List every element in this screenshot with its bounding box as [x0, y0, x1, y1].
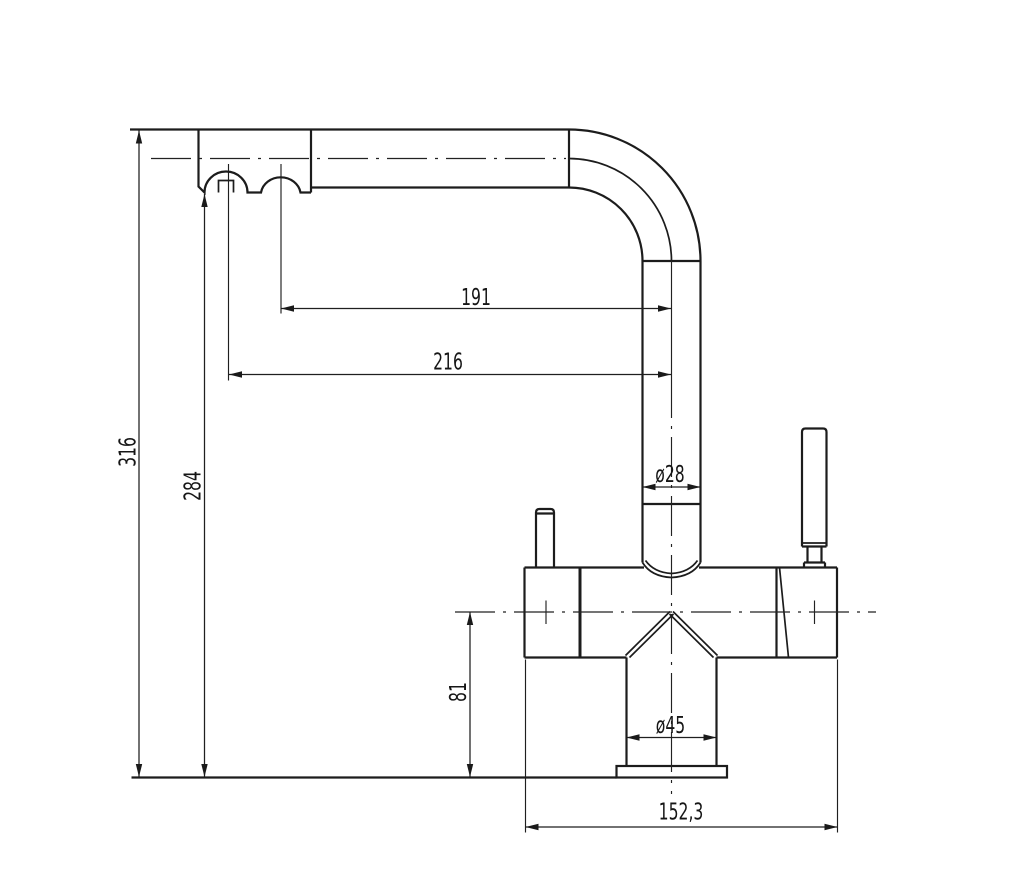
dim-label-191: 191 — [461, 284, 491, 311]
dim-label-81: 81 — [445, 682, 472, 702]
dimension-pipe-diameter: ø28 — [642, 461, 701, 491]
right-handle — [800, 427, 828, 568]
spout-inner-contour — [311, 186, 644, 563]
dimension-spout-reach-outer: 216 — [229, 348, 671, 378]
dim-label-284: 284 — [179, 471, 206, 501]
spout-outer-contour — [130, 128, 702, 563]
mounting-shank — [625, 657, 718, 766]
dim-label-216: 216 — [433, 348, 463, 375]
left-handle — [534, 507, 556, 568]
dim-label-316: 316 — [114, 437, 141, 467]
dimension-total-height: 316 — [114, 130, 143, 777]
dimension-aerator-height: 284 — [179, 194, 208, 777]
bend-middle-arc — [568, 157, 673, 262]
aerator-switch-knob — [217, 179, 235, 193]
dimension-spout-reach-inner: 191 — [281, 284, 671, 312]
dim-label-152-3: 152,3 — [659, 798, 704, 825]
faucet-outline — [130, 128, 839, 779]
spout-end-aerators — [197, 129, 311, 196]
dim-label-45: ø45 — [656, 712, 685, 739]
dim-label-28: ø28 — [655, 461, 684, 488]
body-cone-lines — [624, 610, 719, 659]
dimension-body-height: 81 — [445, 612, 474, 777]
centerlines — [151, 157, 876, 794]
dimension-shank-diameter: ø45 — [626, 712, 717, 741]
dimension-body-width: 152,3 — [524, 659, 839, 833]
